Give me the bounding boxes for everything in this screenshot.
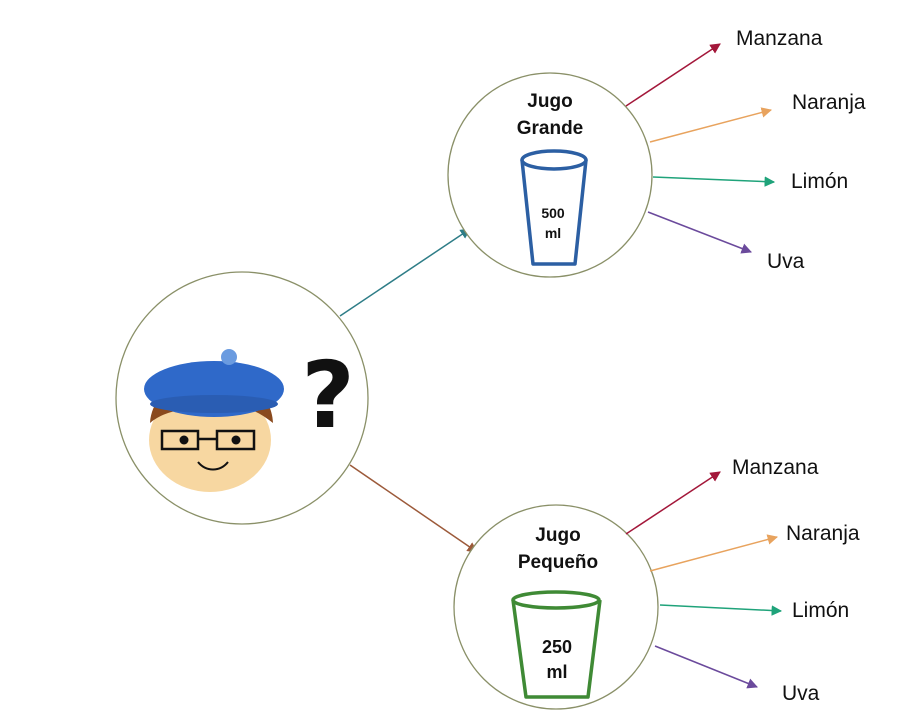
arrow-small-lemon xyxy=(659,604,783,616)
large-juice-title-line2: Grande xyxy=(517,118,584,139)
small-flavor-grape: Uva xyxy=(782,682,820,705)
large-juice-title-line1: Jugo xyxy=(527,91,572,112)
large-cup-unit: ml xyxy=(545,225,561,241)
large-juice-node: Jugo Grande 500 ml xyxy=(447,72,653,278)
small-flavor-orange: Naranja xyxy=(786,522,860,545)
small-cup-volume: 250 xyxy=(542,637,572,657)
large-flavor-grape: Uva xyxy=(767,250,805,273)
person-node: ? xyxy=(115,271,369,525)
small-flavor-lemon: Limón xyxy=(792,599,849,622)
small-juice-title-line1: Jugo xyxy=(535,525,580,546)
small-cup-icon xyxy=(511,590,602,699)
arrow-small-orange xyxy=(649,534,779,572)
arrow-to-small xyxy=(349,464,478,553)
small-juice-title-line2: Pequeño xyxy=(518,552,598,573)
large-cup-icon xyxy=(520,149,588,266)
person-face-icon xyxy=(144,349,284,492)
arrow-large-orange xyxy=(649,107,773,143)
large-flavor-lemon: Limón xyxy=(791,170,848,193)
large-flavor-orange: Naranja xyxy=(792,91,866,114)
arrow-large-lemon xyxy=(652,176,776,187)
small-cup-unit: ml xyxy=(546,662,567,682)
arrow-small-apple xyxy=(625,471,721,535)
question-mark: ? xyxy=(301,342,354,449)
small-flavor-apple: Manzana xyxy=(732,456,819,479)
arrow-small-grape xyxy=(654,645,758,689)
large-cup-volume: 500 xyxy=(541,205,565,221)
arrow-to-large xyxy=(339,228,471,317)
small-juice-node: Jugo Pequeño 250 ml xyxy=(453,504,659,710)
arrow-large-apple xyxy=(625,43,721,107)
large-flavor-apple: Manzana xyxy=(736,27,823,50)
arrow-large-grape xyxy=(647,211,752,254)
